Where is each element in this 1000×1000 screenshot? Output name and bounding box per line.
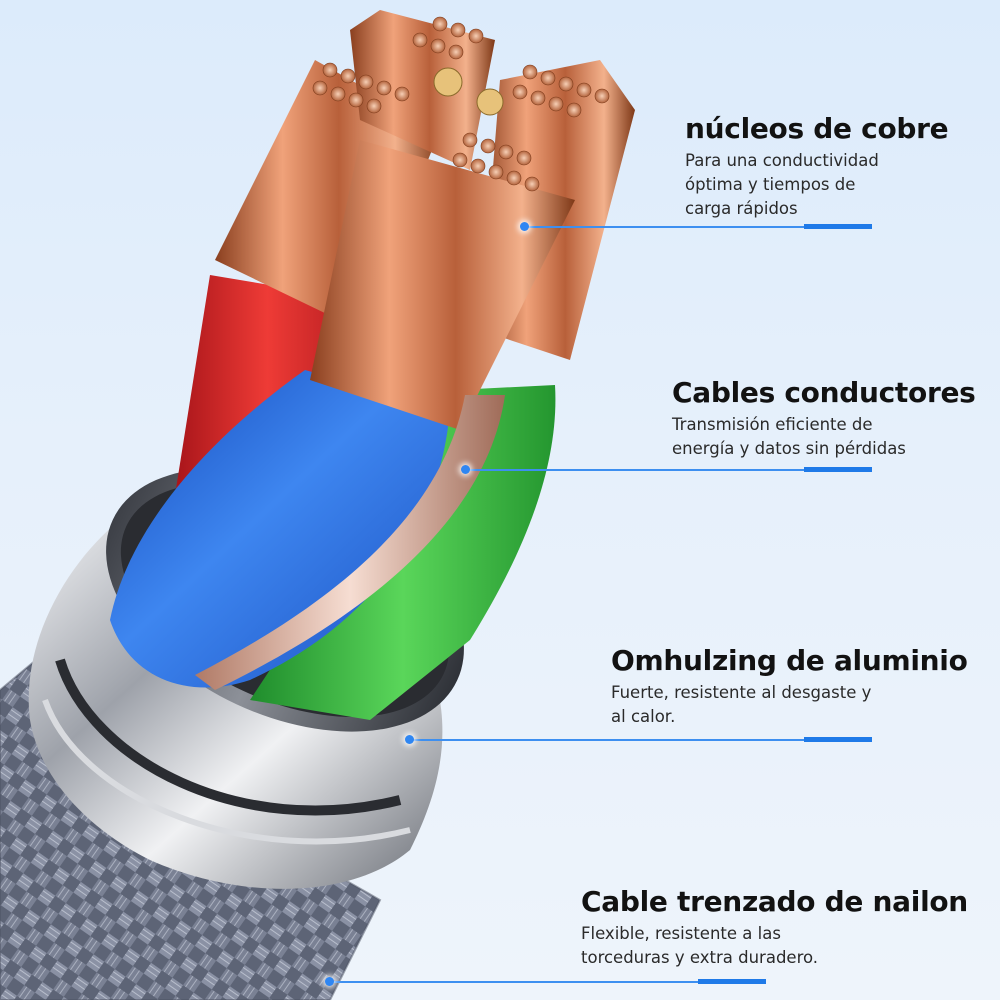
anchor-dot [325,977,334,986]
callout-aluminium-shell: Omhulzing de aluminio Fuerte, resistente… [611,644,991,729]
anchor-dot [461,465,470,474]
callout-description: Transmisión eficiente de energía y datos… [672,415,906,458]
callout-title: Cable trenzado de nailon [581,885,968,918]
thin-copper-wire [195,395,505,690]
callout-title: Omhulzing de aluminio [611,644,968,677]
anchor-dot [520,222,529,231]
callout-title: núcleos de cobre [685,112,949,145]
callout-description: Fuerte, resistente al desgaste y al calo… [611,683,872,726]
callout-title: Cables conductores [672,376,976,409]
callout-description: Flexible, resistente a las torceduras y … [581,924,819,967]
accent-bar [698,979,766,984]
callout-copper-cores: núcleos de cobre Para una conductividad … [685,112,985,221]
callout-nylon-braid: Cable trenzado de nailon Flexible, resis… [581,885,991,970]
accent-bar [804,467,872,472]
accent-bar [804,737,872,742]
callout-conductor-wires: Cables conductores Transmisión eficiente… [672,376,992,461]
anchor-dot [405,735,414,744]
leader-line-aluminium-shell [405,735,872,744]
blue-wire [110,140,575,688]
accent-bar [804,224,872,229]
leader-line-conductor-wires [461,465,872,474]
leader-line-nylon-braid [325,977,766,986]
leader-line-copper-cores [520,222,872,231]
callout-description: Para una conductividad óptima y tiempos … [685,151,879,218]
